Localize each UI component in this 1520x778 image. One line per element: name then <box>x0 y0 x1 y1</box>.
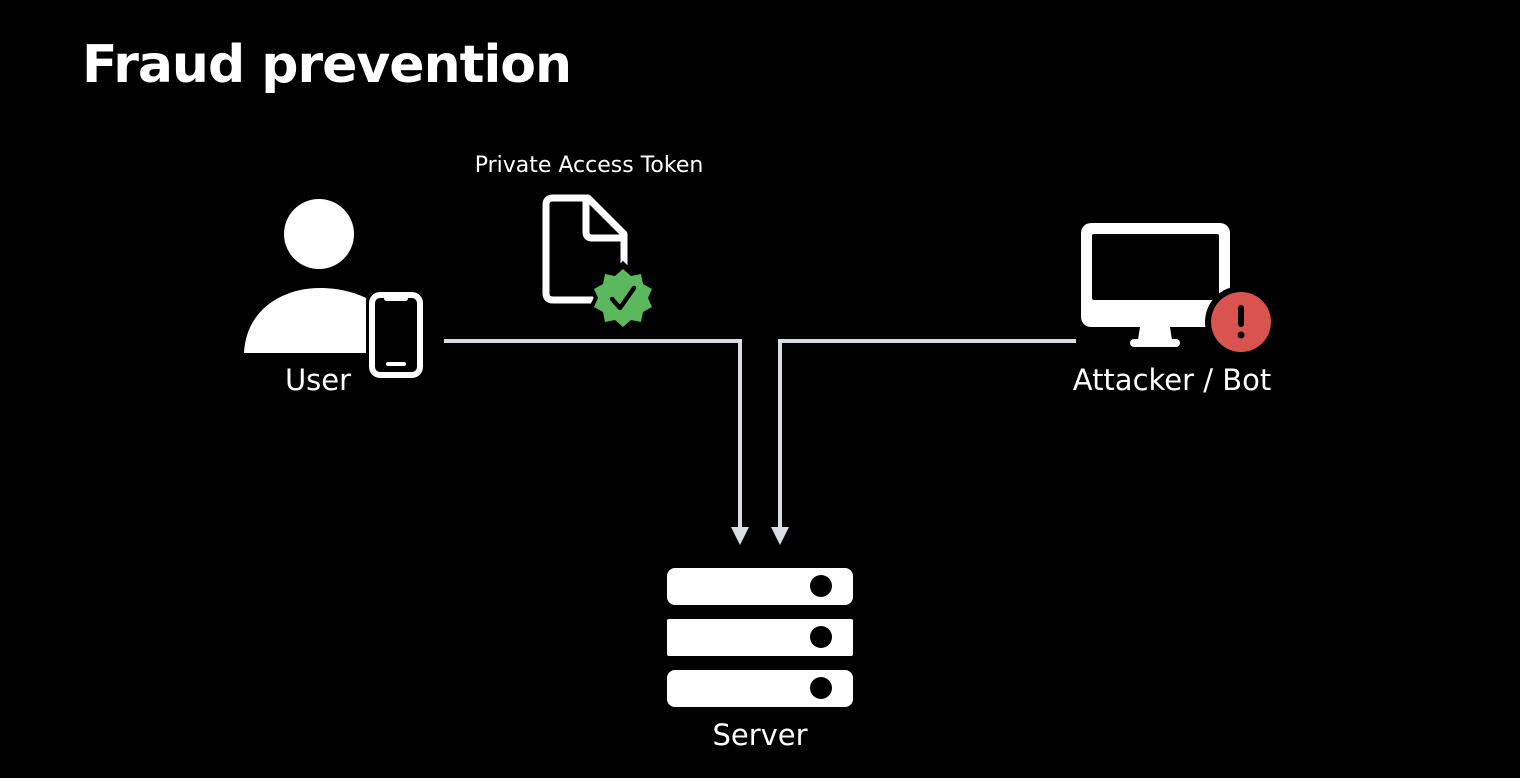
verified-badge-icon <box>588 260 658 336</box>
attacker-label: Attacker / Bot <box>1072 363 1272 397</box>
desktop-alert-icon <box>1081 223 1277 358</box>
document-verified-icon <box>542 194 658 336</box>
user-to-server-connector <box>444 339 742 530</box>
server-stack-icon <box>667 568 853 707</box>
alert-badge-icon <box>1205 286 1277 358</box>
user-label: User <box>284 363 352 397</box>
user-to-server-arrowhead <box>731 527 749 545</box>
server-label: Server <box>712 718 808 752</box>
token-label: Private Access Token <box>474 153 704 178</box>
person-with-phone-icon <box>244 199 428 382</box>
attacker-to-server-connector <box>778 339 1076 530</box>
attacker-to-server-arrowhead <box>771 527 789 545</box>
slide-title: Fraud prevention <box>82 35 572 95</box>
